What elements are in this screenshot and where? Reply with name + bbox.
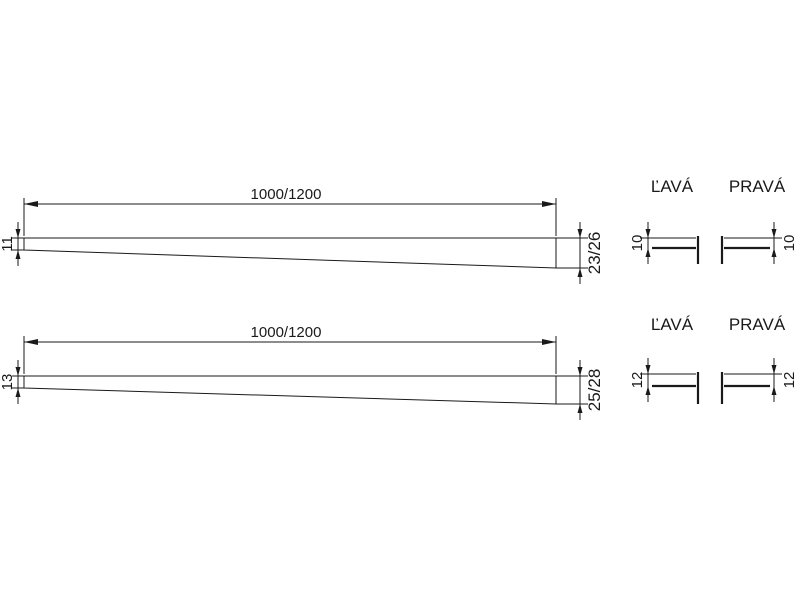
arrow-down-icon — [15, 367, 21, 376]
arrow-up-icon — [771, 248, 777, 257]
arrow-down-icon — [771, 229, 777, 238]
right-variant-label: PRAVÁ — [729, 177, 786, 196]
section-1: ĽAVÁ PRAVÁ 10 10 — [629, 177, 798, 264]
end-height-label: 23/26 — [585, 232, 604, 275]
section-height-label: 12 — [629, 372, 646, 389]
arrow-left-icon — [24, 201, 38, 207]
arrow-up-icon — [577, 404, 583, 413]
arrow-up-icon — [645, 248, 651, 257]
left-cross-section: 10 — [629, 222, 700, 264]
profile-1: 1000/1200 11 23/26 — [0, 186, 604, 284]
tapered-profile — [23, 237, 557, 269]
start-height-label: 13 — [0, 374, 16, 391]
arrow-down-icon — [645, 365, 651, 374]
arrow-down-icon — [577, 367, 583, 376]
start-height-label: 11 — [0, 236, 16, 252]
arrow-down-icon — [577, 229, 583, 238]
end-height-label: 25/28 — [585, 369, 604, 412]
arrow-right-icon — [542, 339, 556, 345]
arrow-left-icon — [24, 339, 38, 345]
right-cross-section: 10 — [720, 222, 798, 264]
profile-2: 1000/1200 13 25/28 — [0, 324, 604, 420]
left-variant-label: ĽAVÁ — [651, 315, 694, 334]
arrow-up-icon — [577, 268, 583, 277]
section-height-label: 10 — [781, 235, 798, 252]
left-cross-section: 12 — [629, 358, 700, 404]
length-label: 1000/1200 — [251, 324, 322, 341]
tapered-profile — [23, 375, 557, 405]
arrow-up-icon — [645, 386, 651, 395]
arrow-down-icon — [645, 229, 651, 238]
arrow-down-icon — [15, 229, 21, 238]
section-height-label: 10 — [629, 235, 646, 252]
arrow-up-icon — [15, 250, 21, 259]
length-label: 1000/1200 — [251, 186, 322, 203]
section-2: ĽAVÁ PRAVÁ 12 12 — [629, 315, 798, 404]
right-variant-label: PRAVÁ — [729, 315, 786, 334]
arrow-down-icon — [771, 365, 777, 374]
left-variant-label: ĽAVÁ — [651, 177, 694, 196]
arrow-right-icon — [542, 201, 556, 207]
arrow-up-icon — [771, 386, 777, 395]
right-cross-section: 12 — [720, 358, 798, 404]
section-height-label: 12 — [781, 372, 798, 389]
arrow-up-icon — [15, 388, 21, 397]
